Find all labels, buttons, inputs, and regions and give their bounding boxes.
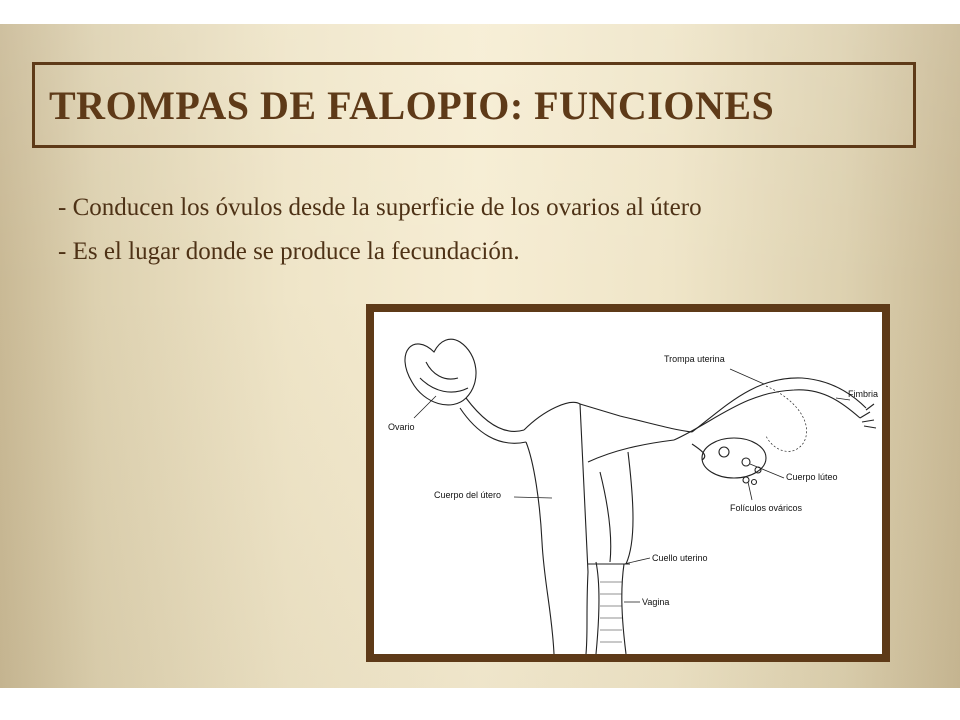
title-box: TROMPAS DE FALOPIO: FUNCIONES [32,62,916,148]
slide: TROMPAS DE FALOPIO: FUNCIONES - Conducen… [0,24,960,688]
bullet-list: - Conducen los óvulos desde la superfici… [58,186,702,274]
label-foliculos-ovaricos: Folículos ováricos [730,503,803,513]
label-cuerpo-del-utero: Cuerpo del útero [434,490,501,500]
label-cuello-uterino: Cuello uterino [652,553,708,563]
right-ovary-shape [701,437,767,479]
fimbria-shape [859,403,877,429]
cervix-shape [595,561,600,654]
label-ovario: Ovario [388,422,415,432]
label-fimbria: Fimbria [848,389,878,399]
label-vagina: Vagina [642,597,669,607]
uterus-left-wall [523,402,589,654]
left-tube-shape [465,397,525,432]
right-tube-shape [673,389,861,441]
label-trompa-uterina: Trompa uterina [664,354,725,364]
uterus-diagram: Trompa uterina Fimbria Ovario Cuerpo lút… [388,338,878,654]
left-ovary-shape [404,338,477,406]
bullet-item: - Es el lugar donde se produce la fecund… [58,238,520,265]
slide-title: TROMPAS DE FALOPIO: FUNCIONES [49,82,775,128]
label-cuerpo-luteo: Cuerpo lúteo [786,472,838,482]
figure-frame: Trompa uterina Fimbria Ovario Cuerpo lút… [366,304,890,662]
bullet-item: - Conducen los óvulos desde la superfici… [58,194,702,221]
anatomy-figure: Trompa uterina Fimbria Ovario Cuerpo lút… [374,312,882,654]
uterus-section [579,403,693,433]
